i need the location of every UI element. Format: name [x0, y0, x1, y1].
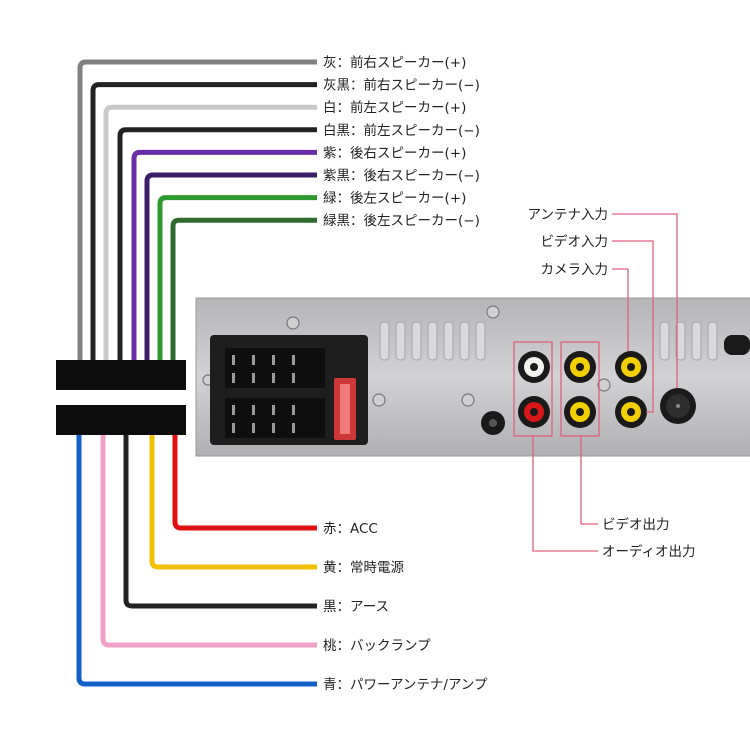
top-wire-1	[77, 59, 317, 365]
side-slot	[724, 335, 750, 355]
top-wire-label-8: 緑黒：後左スピーカー(−)	[323, 213, 480, 229]
top-wire-6	[144, 172, 317, 365]
fuse	[334, 378, 356, 440]
bottom-wire-4	[100, 430, 317, 648]
bottom-wire-label-1: 赤：ACC	[323, 521, 378, 537]
harness-plug-bottom	[56, 405, 186, 435]
camera-in-jack	[615, 351, 647, 383]
top-wire-labels: 灰：前右スピーカー(+) 灰黒：前右スピーカー(−) 白：前左スピーカー(+) 白黒：…	[323, 54, 480, 229]
video-out-jack-2	[564, 396, 596, 428]
bottom-wire-group	[76, 430, 317, 687]
video-in-label: ビデオ入力	[541, 233, 609, 250]
top-wire-label-6: 紫黒：後右スピーカー(−)	[323, 168, 480, 184]
antenna-in-label: アンテナ入力	[528, 207, 608, 223]
top-wire-label-3: 白：前左スピーカー(+)	[323, 99, 466, 116]
harness-plug-top	[56, 360, 186, 390]
iso-connector	[210, 335, 368, 445]
top-wire-7	[157, 195, 317, 365]
top-wire-label-5: 紫：後右スピーカー(+)	[323, 145, 466, 161]
top-wire-5	[131, 149, 317, 365]
callout-lines	[532, 213, 678, 552]
bottom-wire-label-3: 黒：アース	[323, 599, 389, 615]
audio-out-red-jack	[518, 396, 550, 428]
antenna-in-jack	[660, 388, 696, 424]
bottom-wire-2	[149, 430, 317, 570]
bottom-wire-5	[76, 430, 317, 687]
top-wire-label-2: 灰黒：前右スピーカー(−)	[323, 77, 480, 94]
vent-slots	[379, 321, 718, 361]
video-in-jack	[615, 396, 647, 428]
screws	[202, 305, 611, 407]
top-wire-label-4: 白黒：前左スピーカー(−)	[323, 122, 480, 139]
camera-in-label: カメラ入力	[541, 262, 609, 278]
video-out-label: ビデオ出力	[602, 516, 670, 533]
video-out-frame	[560, 341, 600, 437]
top-wire-3	[103, 104, 317, 365]
bottom-wire-label-2: 黄：常時電源	[323, 560, 404, 576]
bottom-wire-1	[172, 430, 317, 531]
top-wire-2	[90, 82, 317, 365]
top-wire-4	[117, 127, 317, 365]
video-out-jack-1	[564, 351, 596, 383]
top-wire-group	[77, 59, 317, 365]
bottom-wire-label-4: 桃：バックランプ	[323, 638, 431, 654]
audio-out-label: オーディオ出力	[602, 543, 696, 560]
top-wire-8	[170, 217, 317, 365]
rca-jacks	[481, 351, 696, 435]
bottom-wire-3	[123, 430, 317, 609]
small-black-jack	[481, 411, 505, 435]
top-wire-label-7: 緑：後左スピーカー(+)	[323, 191, 466, 207]
top-wire-label-1: 灰：前右スピーカー(+)	[323, 54, 466, 71]
bottom-wire-label-5: 青：パワーアンテナ/アンプ	[323, 677, 488, 693]
audio-out-white-jack	[518, 351, 550, 383]
